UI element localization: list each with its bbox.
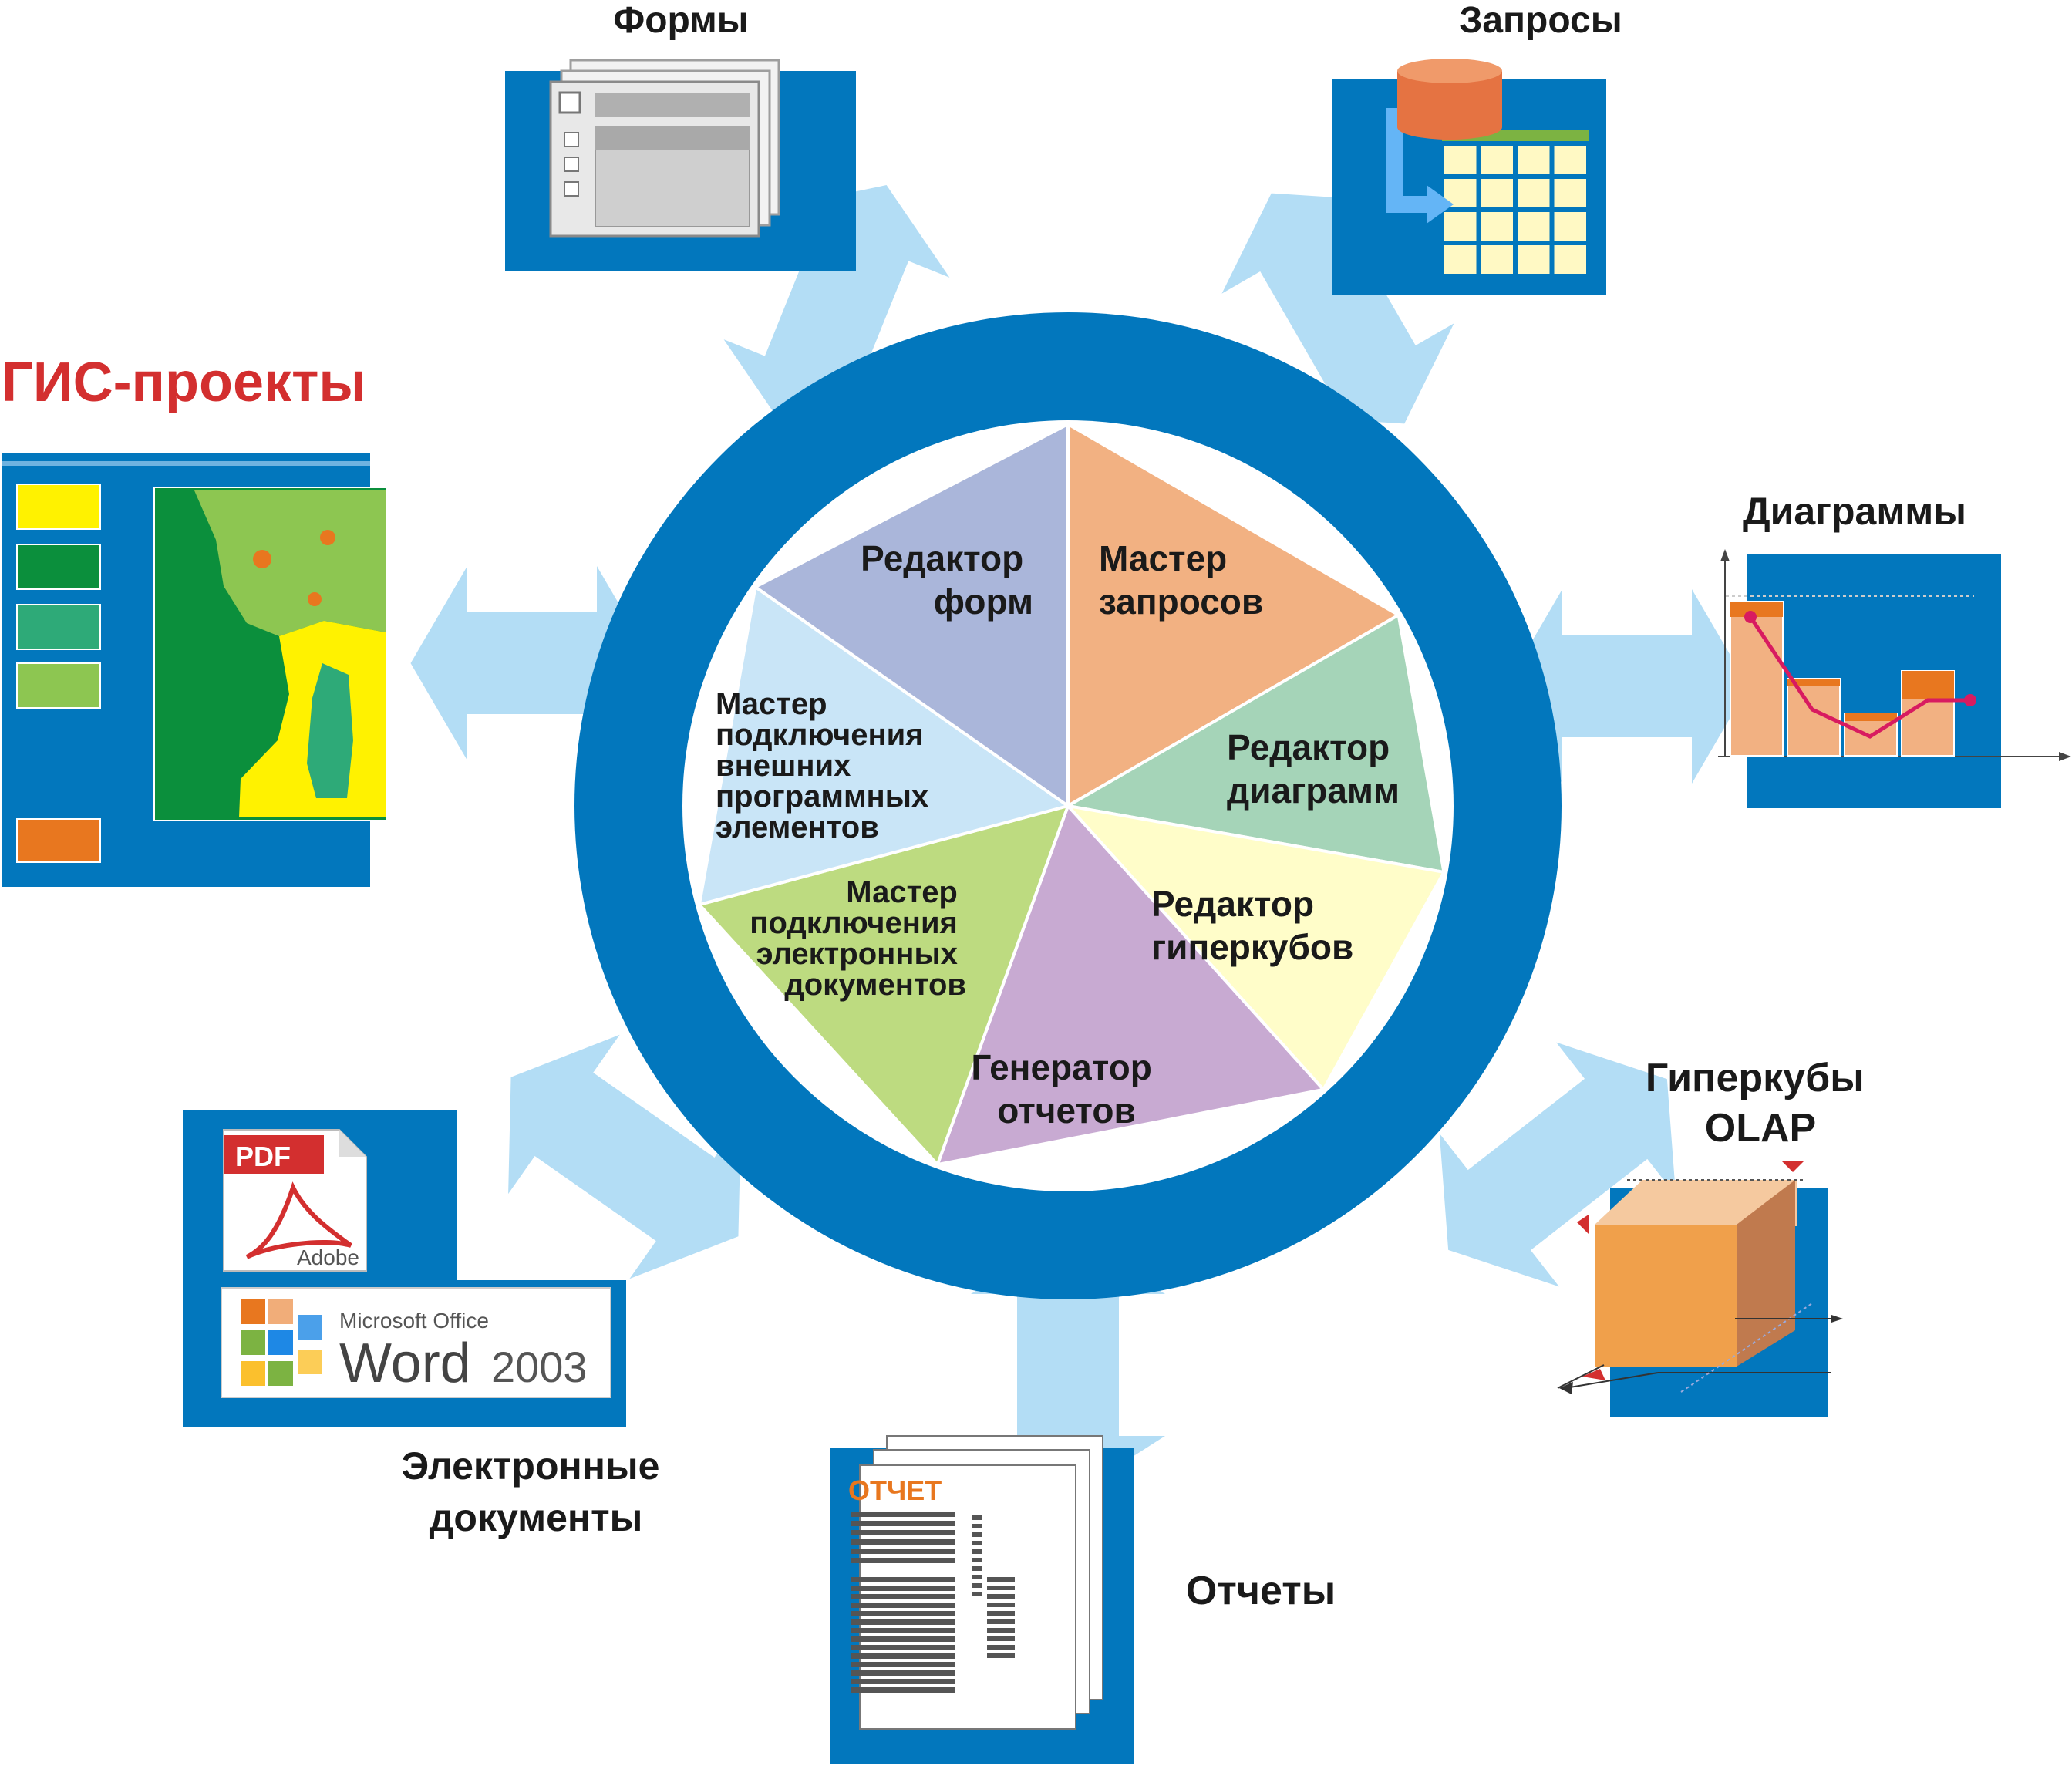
word-year-label: 2003	[491, 1343, 588, 1391]
forms-node: Формы	[505, 0, 856, 271]
charts-panel	[1747, 554, 2001, 808]
edocs-title: Электронные документы	[402, 1444, 671, 1539]
gis-title: ГИС-проекты	[2, 352, 366, 413]
reports-title: Отчеты	[1186, 1569, 1336, 1613]
charts-node: Диаграммы	[1718, 490, 2071, 808]
pdf-label: PDF	[235, 1141, 291, 1172]
chart-icon	[1718, 549, 2071, 761]
label-hypercube-editor: Редактор гиперкубов	[1151, 884, 1353, 967]
pdf-icon: PDF Adobe	[223, 1129, 367, 1272]
label-chart-editor: Редактор диаграмм	[1227, 727, 1400, 811]
edocs-node: PDF Adobe Microsoft Office Word 2003 Эле…	[183, 1110, 671, 1539]
queries-node: Запросы	[1332, 0, 1622, 295]
label-report-generator: Генератор отчетов	[971, 1047, 1161, 1131]
charts-title: Диаграммы	[1743, 490, 1966, 533]
label-ext-wizard: Мастер подключения внешних программных э…	[716, 687, 937, 844]
label-query-wizard: Мастер запросов	[1099, 538, 1263, 622]
word-label: Word	[339, 1333, 471, 1394]
queries-title: Запросы	[1459, 0, 1622, 41]
gis-map	[153, 487, 388, 821]
report-doc-title: ОТЧЕТ	[848, 1474, 942, 1506]
center-pie	[696, 421, 1447, 1168]
olap-title: Гиперкубы OLAP	[1646, 1056, 1875, 1151]
gis-legend	[16, 484, 101, 863]
reports-node: ОТЧЕТ Отчеты	[830, 1435, 1336, 1764]
adobe-label: Adobe	[297, 1245, 359, 1269]
gis-node: ГИС-проекты	[2, 352, 388, 887]
hypercube-icon	[1557, 1161, 1843, 1394]
word-logo: Microsoft Office Word 2003	[221, 1287, 611, 1398]
label-form-editor: Редактор форм	[861, 538, 1033, 622]
olap-node: Гиперкубы OLAP	[1557, 1056, 1875, 1417]
center-pie-labels: Редактор форм Мастер запросов Редактор д…	[716, 538, 1400, 1131]
report-doc-icon: ОТЧЕТ	[848, 1435, 1103, 1730]
ms-office-label: Microsoft Office	[339, 1309, 489, 1333]
segment-ext-wizard	[752, 421, 1070, 809]
forms-window-icon	[549, 59, 780, 238]
database-table-icon	[1386, 59, 1591, 278]
label-edoc-wizard: Мастер подключения электронных документо…	[750, 875, 966, 1002]
forms-title: Формы	[613, 0, 748, 41]
